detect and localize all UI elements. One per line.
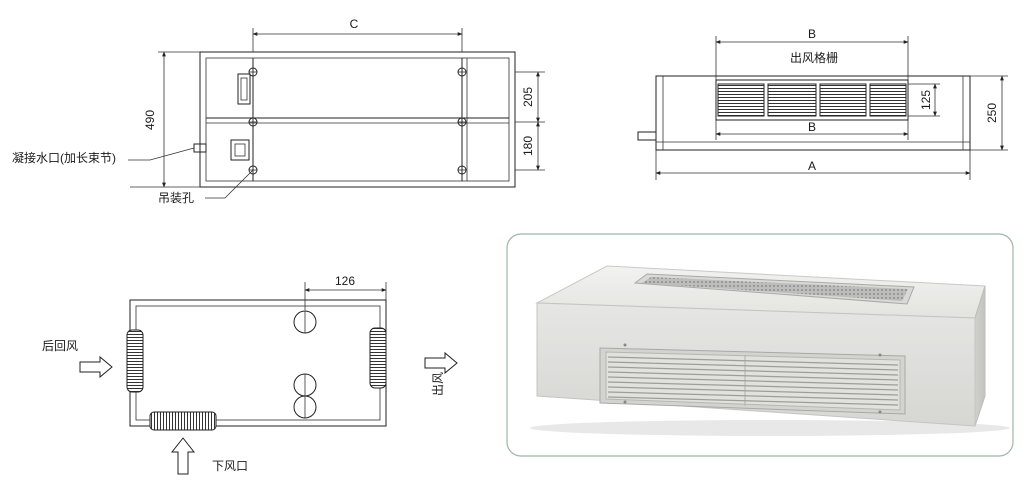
electrical-box-lower bbox=[230, 139, 250, 161]
dim-b-top-label: B bbox=[808, 27, 816, 41]
dim-a-label: A bbox=[808, 159, 816, 173]
unit-front-outline bbox=[655, 75, 971, 151]
drain-outlet-label: 凝接水口(加长束节) bbox=[12, 150, 116, 165]
fan-coil-unit-photo bbox=[530, 265, 1010, 436]
bottom-inlet-arrow-icon bbox=[170, 437, 196, 475]
outlet-arrow-icon bbox=[424, 351, 458, 375]
casing-inner-outline bbox=[205, 57, 510, 182]
dim-490-label: 490 bbox=[143, 110, 157, 130]
dim-126-label: 126 bbox=[335, 274, 355, 288]
section-outline bbox=[129, 299, 387, 427]
side-section-drawing: 126 后回风 出风 下风口 bbox=[42, 274, 458, 475]
outlet-coil bbox=[369, 327, 387, 389]
top-view-drawing: C 490 205 180 凝接水口(加长束节) 吊装孔 bbox=[12, 17, 545, 205]
drain-pipe bbox=[637, 131, 657, 141]
dim-205-label: 205 bbox=[521, 87, 535, 107]
dim-250-label: 250 bbox=[985, 103, 999, 123]
bottom-inlet-label: 下风口 bbox=[212, 459, 248, 473]
dim-b-mid-label: B bbox=[808, 120, 816, 134]
back-return-label: 后回风 bbox=[42, 339, 78, 353]
dim-180-label: 180 bbox=[521, 136, 535, 156]
back-return-arrow-icon bbox=[79, 355, 113, 379]
outlet-grille bbox=[715, 79, 909, 121]
electrical-box-upper bbox=[237, 73, 251, 105]
back-return-coil bbox=[126, 329, 144, 393]
hanging-hole-label: 吊装孔 bbox=[158, 191, 194, 205]
bottom-inlet-filter bbox=[149, 411, 217, 431]
dim-125-label: 125 bbox=[919, 90, 933, 110]
outlet-label: 出风 bbox=[431, 372, 445, 396]
product-photo-panel bbox=[506, 233, 1014, 457]
casing-outline bbox=[199, 51, 516, 188]
dim-c-label: C bbox=[350, 17, 359, 31]
grille-label: 出风格栅 bbox=[790, 50, 838, 65]
front-view-drawing: B 出风格栅 B A 125 250 bbox=[637, 27, 1008, 180]
hanging-holes bbox=[248, 67, 467, 175]
